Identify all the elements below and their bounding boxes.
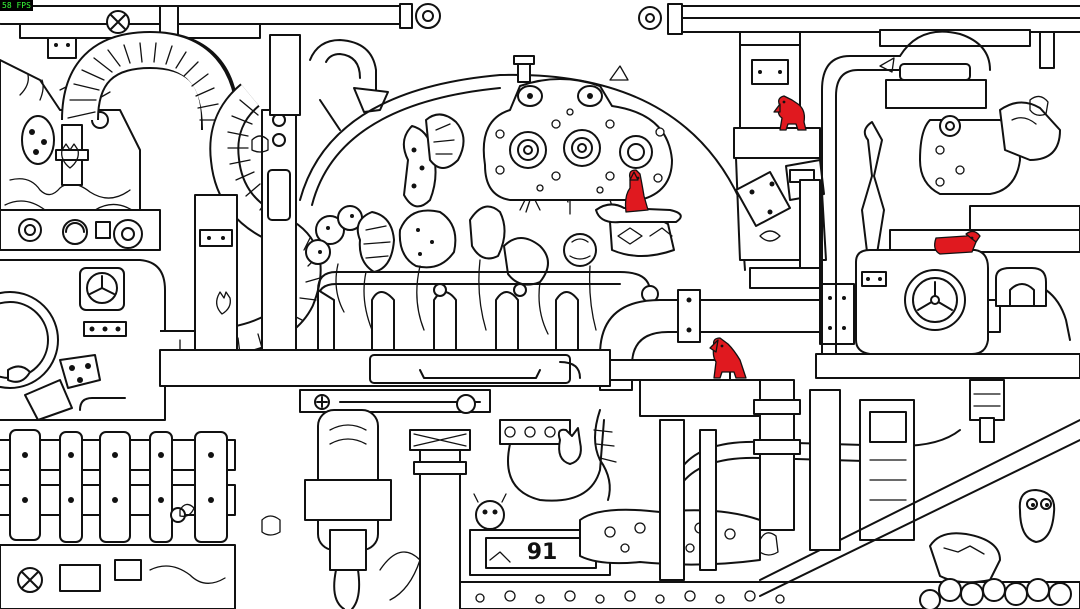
submarine-pod — [482, 55, 682, 224]
middle-right-verticals — [593, 379, 841, 581]
fps-counter: 58 FPS — [0, 0, 33, 11]
middle-beam — [159, 349, 761, 417]
right-center-tower — [733, 44, 827, 289]
found-dog-3[interactable] — [709, 337, 747, 379]
left-big-porthole — [0, 259, 166, 421]
top-pipe-right — [638, 3, 1080, 69]
found-dog-4[interactable] — [934, 230, 981, 255]
remaining-count: 91 — [526, 540, 558, 565]
greenhouse-dome — [299, 73, 746, 356]
left-lower-machinery — [0, 429, 236, 609]
found-dog-1[interactable] — [773, 95, 807, 131]
left-panel-wheels — [0, 209, 161, 251]
center-lower-pipes — [304, 409, 605, 609]
right-machine — [821, 30, 1080, 361]
right-lower-machinery — [679, 353, 1080, 609]
hidden-doodles[interactable] — [61, 57, 1049, 556]
found-dog-2[interactable] — [624, 169, 649, 213]
top-pipe-left — [0, 3, 441, 59]
